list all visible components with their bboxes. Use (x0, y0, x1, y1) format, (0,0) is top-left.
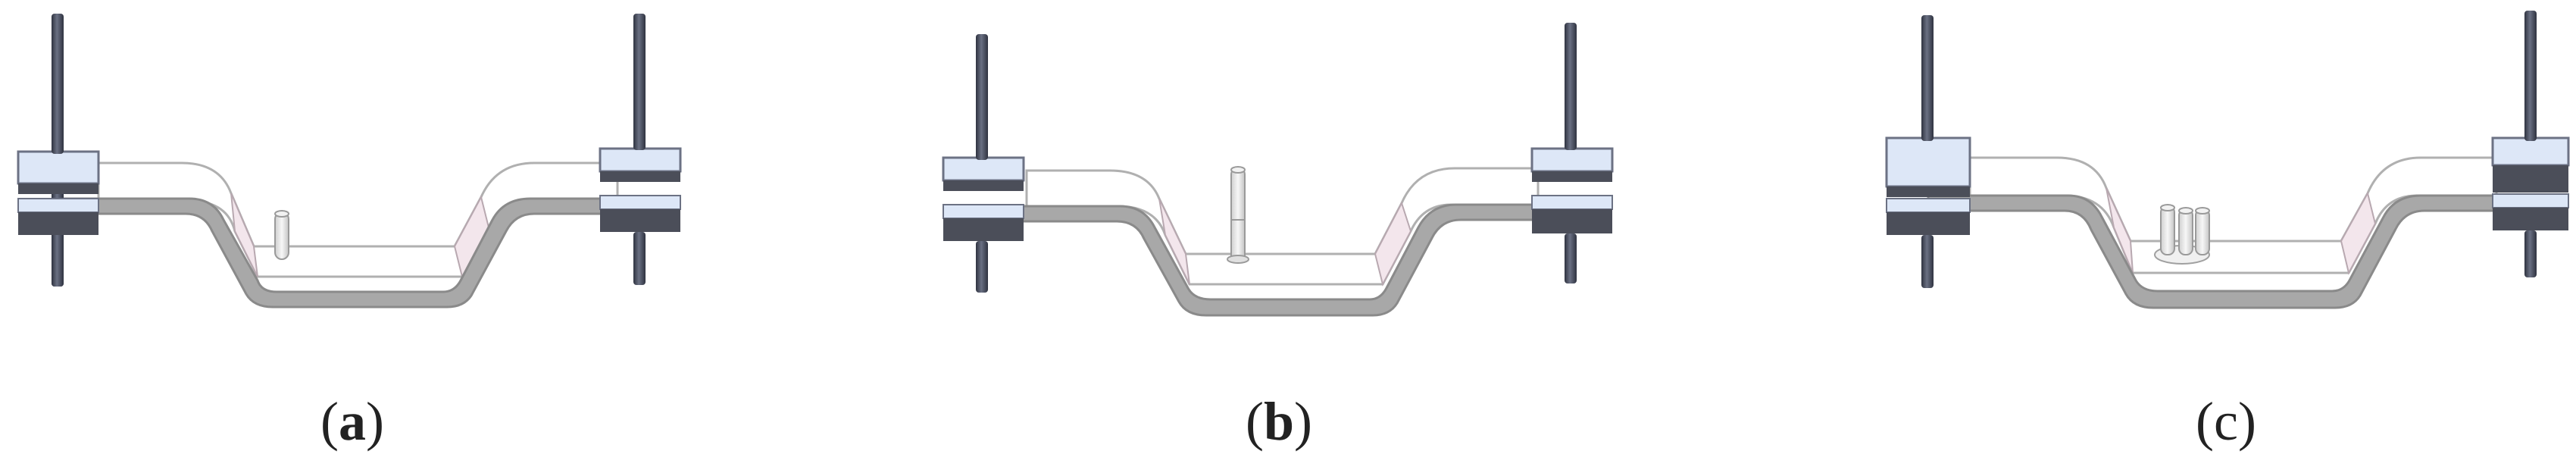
strip-side-face (1374, 201, 1412, 287)
strip-side-face (1158, 198, 1190, 285)
strip-top-face (1968, 156, 2498, 274)
left-clamp (1885, 15, 1971, 288)
panel-c (1885, 11, 2570, 309)
panel-a (17, 14, 682, 309)
caption-a-label: a (339, 391, 366, 452)
caption-a: (a) (320, 391, 384, 452)
right-clamp (1530, 23, 1614, 283)
strip-side-face (230, 193, 258, 277)
caption-b-label: b (1263, 391, 1295, 452)
right-clamp (2491, 11, 2570, 277)
strip-side-face (2340, 191, 2377, 275)
strip-top-face (97, 161, 619, 278)
right-clamp (599, 14, 682, 285)
pin (2178, 207, 2193, 255)
pin (1227, 166, 1249, 264)
pin (2160, 204, 2175, 255)
pin (2195, 207, 2210, 255)
pin-pair (2154, 204, 2210, 265)
left-clamp (17, 14, 100, 287)
pin (274, 210, 289, 260)
strip-top-face (1025, 167, 1540, 286)
caption-b: (b) (1245, 391, 1313, 452)
caption-c-label: c (2214, 391, 2238, 452)
caption-c: (c) (2196, 391, 2256, 452)
panel-b (942, 23, 1614, 317)
left-clamp (942, 34, 1025, 293)
